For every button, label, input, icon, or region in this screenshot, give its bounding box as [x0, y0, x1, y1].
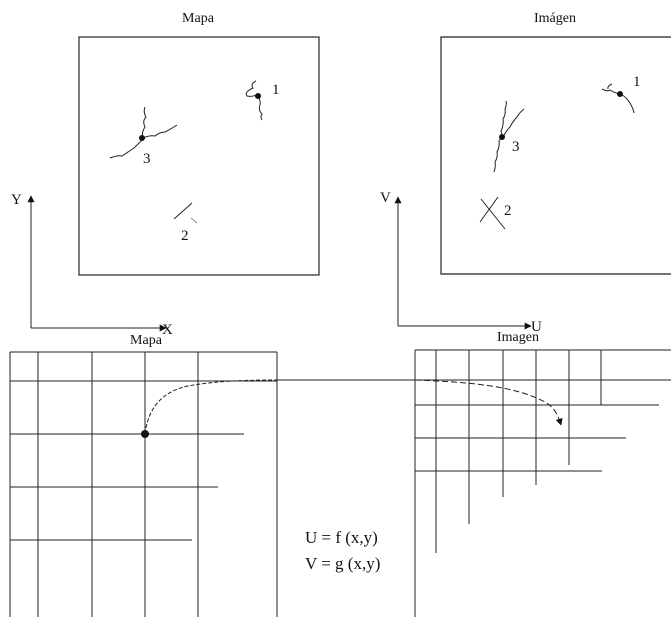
bottom-image-title: Imagen [497, 330, 539, 345]
y-axis-label: Y [11, 192, 22, 208]
map-to-image-link-left [144, 379, 278, 435]
xy-axes [27, 195, 167, 332]
top-image-feature-2 [479, 196, 506, 230]
top-image-point-label-1: 1 [633, 74, 641, 90]
bottom-map-title: Mapa [130, 333, 163, 348]
equation-v: V = g (x,y) [305, 554, 380, 573]
top-map-point-label-2: 2 [181, 228, 189, 244]
top-image-feature-3 [493, 100, 525, 173]
top-map-feature-1 [245, 80, 263, 121]
top-image-title: Imágen [534, 11, 576, 26]
x-axis-label: X [162, 322, 173, 338]
top-map-feature-3 [109, 106, 178, 159]
top-image-feature-1 [601, 83, 635, 114]
top-map-feature-2 [173, 202, 198, 224]
top-image-frame [440, 36, 671, 275]
top-map-point-label-3: 3 [143, 151, 151, 167]
top-image-point-label-2: 2 [504, 203, 512, 219]
top-map-point-label-1: 1 [272, 82, 280, 98]
top-map-title: Mapa [182, 11, 215, 26]
top-map-frame [78, 36, 320, 276]
bottom-image-grid [414, 349, 671, 617]
uv-axes [394, 196, 532, 330]
u-axis-label: U [531, 319, 542, 335]
bottom-map-grid [9, 351, 278, 617]
v-axis-label: V [380, 190, 391, 206]
top-image-point-label-3: 3 [512, 139, 520, 155]
map-to-image-link-right [414, 379, 563, 426]
equation-u: U = f (x,y) [305, 528, 378, 547]
